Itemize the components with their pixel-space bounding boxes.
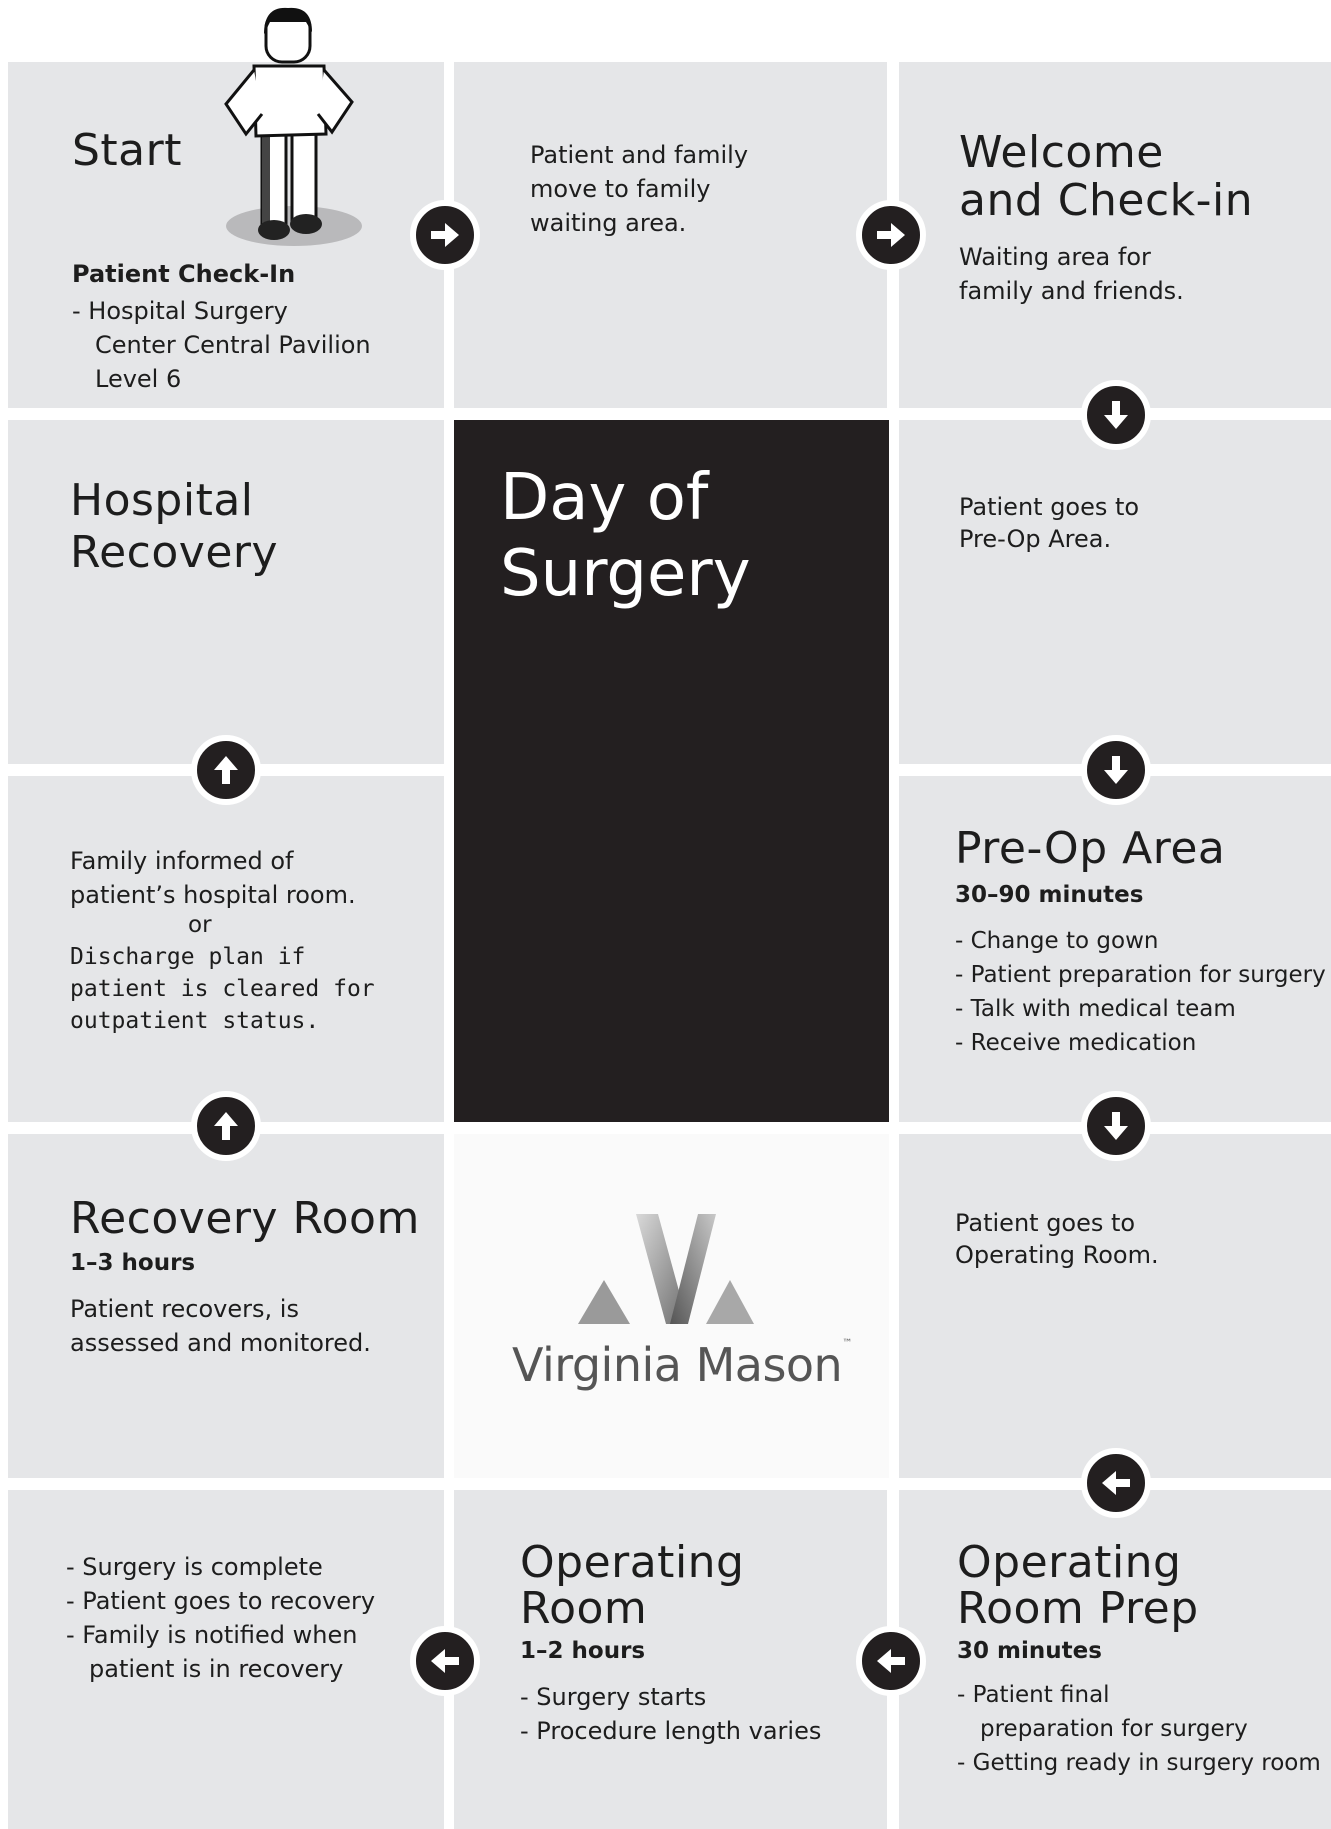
patient-figure-icon [224,7,362,246]
family-informed-line2: patient’s hospital room. [70,881,356,909]
or-prep-duration: 30 minutes [957,1638,1102,1664]
cell-day-of-surgery: Day of Surgery [454,420,889,1122]
operating-room-list: Surgery starts Procedure length varies [520,1680,860,1748]
goes-preop-line2: Pre-Op Area. [959,525,1112,553]
after-surgery-item: Surgery is complete [66,1550,376,1584]
arrow-up-icon [191,1091,261,1161]
preop-item: Patient preparation for surgery [955,958,1327,992]
recovery-room-title: Recovery Room [70,1193,420,1244]
day-of-surgery-title-line1: Day of [500,461,709,535]
check-in-location: Hospital Surgery Center Central Pavilion… [72,294,372,396]
arrow-left-icon [1081,1448,1151,1518]
arrow-right-icon [410,200,480,270]
hospital-recovery-title-line2: Recovery [70,527,279,578]
preop-item: Talk with medical team [955,992,1327,1026]
arrow-left-icon [856,1626,926,1696]
arrow-left-icon [410,1626,480,1696]
cell-goes-preop: Patient goes to Pre-Op Area. [899,420,1331,764]
cell-welcome: Welcome and Check-in Waiting area for fa… [899,62,1331,408]
operating-room-title-line2: Room [520,1583,648,1634]
hospital-recovery-title-line1: Hospital [70,475,254,526]
arrow-down-icon [1081,380,1151,450]
cell-preop: Pre-Op Area 30–90 minutes Change to gown… [899,776,1331,1122]
cell-family-informed: Family informed of patient’s hospital ro… [8,776,444,1122]
day-of-surgery-title-line2: Surgery [500,537,751,611]
family-informed-line1: Family informed of [70,847,294,875]
move-to-waiting-text: Patient and family move to family waitin… [530,141,749,237]
start-title: Start [72,125,182,176]
after-surgery-item: Patient goes to recovery [66,1584,376,1618]
or-prep-item: Patient final preparation for surgery [957,1678,1250,1746]
cell-logo: Virginia Mason™ [454,1134,889,1478]
family-informed-or: or [188,912,212,938]
family-informed-line3: Discharge plan if [70,944,306,970]
preop-duration: 30–90 minutes [955,882,1144,908]
logo-text: Virginia Mason™ [512,1338,852,1392]
welcome-title-line2: and Check-in [959,175,1254,226]
goes-or-line1: Patient goes to [955,1209,1136,1237]
virginia-mason-logo-icon [578,1214,754,1324]
preop-list: Change to gown Patient preparation for s… [955,924,1327,1060]
preop-item: Change to gown [955,924,1327,958]
arrow-down-icon [1081,735,1151,805]
or-prep-title-line1: Operating [957,1537,1182,1588]
operating-room-title-line1: Operating [520,1537,745,1588]
arrow-up-icon [191,735,261,805]
logo-wordmark: Virginia Mason [512,1338,843,1392]
logo-tm: ™ [842,1338,852,1349]
welcome-text: Waiting area for family and friends. [959,243,1184,305]
family-informed-line4: patient is cleared for [70,976,375,1002]
recovery-room-text: Patient recovers, is assessed and monito… [70,1295,371,1357]
or-prep-item: Getting ready in surgery room [957,1746,1327,1780]
operating-room-item: Procedure length varies [520,1714,860,1748]
check-in-location-item: Hospital Surgery Center Central Pavilion… [72,294,372,396]
goes-or-line2: Operating Room. [955,1241,1159,1269]
or-prep-list: Patient final preparation for surgery Ge… [957,1678,1327,1780]
cell-or-prep: Operating Room Prep 30 minutes Patient f… [899,1490,1331,1829]
cell-recovery-room: Recovery Room 1–3 hours Patient recovers… [8,1134,444,1478]
preop-title: Pre-Op Area [955,823,1226,874]
cell-hospital-recovery: Hospital Recovery [8,420,444,764]
arrow-down-icon [1081,1091,1151,1161]
goes-preop-line1: Patient goes to [959,493,1140,521]
cell-operating-room: Operating Room 1–2 hours Surgery starts … [454,1490,887,1829]
check-in-heading: Patient Check-In [72,260,296,288]
arrow-right-icon [856,200,926,270]
recovery-room-duration: 1–3 hours [70,1250,196,1276]
operating-room-duration: 1–2 hours [520,1638,646,1664]
family-informed-line5: outpatient status. [70,1008,320,1034]
operating-room-item: Surgery starts [520,1680,860,1714]
after-surgery-list: Surgery is complete Patient goes to reco… [66,1550,376,1686]
preop-item: Receive medication [955,1026,1327,1060]
welcome-title-line1: Welcome [959,127,1164,178]
cell-start: Start Patient Check-In Hospital Surgery … [8,7,444,408]
after-surgery-item: Family is notified when patient is in re… [66,1618,376,1686]
or-prep-title-line2: Room Prep [957,1583,1199,1634]
cell-after-surgery: Surgery is complete Patient goes to reco… [8,1490,444,1829]
cell-goes-or: Patient goes to Operating Room. [899,1134,1331,1478]
cell-move-to-waiting: Patient and family move to family waitin… [454,62,887,408]
